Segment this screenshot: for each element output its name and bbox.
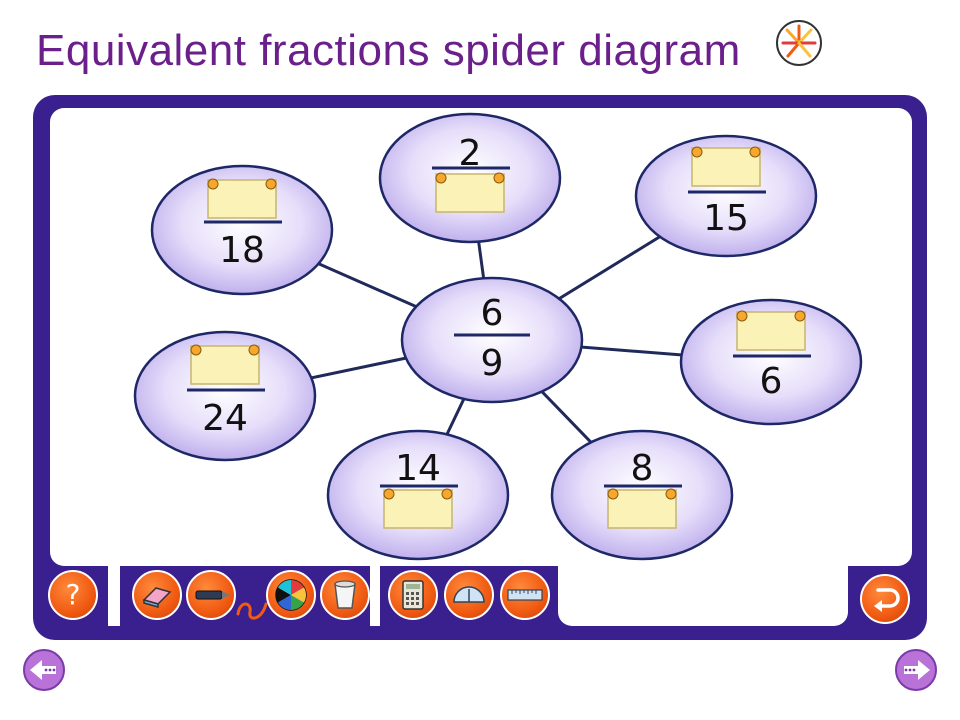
protractor-button[interactable]	[444, 570, 494, 620]
denominator-value: 18	[219, 230, 265, 271]
arrow-right-icon	[904, 660, 930, 680]
numerator-value: 2	[459, 133, 482, 174]
sticky-note-numerator[interactable]	[736, 311, 806, 351]
undo-button[interactable]	[860, 574, 910, 624]
pen-button[interactable]	[186, 570, 236, 620]
eraser-button[interactable]	[132, 570, 182, 620]
denominator-value: 24	[202, 398, 248, 439]
help-button[interactable]: ?	[48, 570, 98, 620]
sticky-note-denominator[interactable]	[435, 173, 505, 213]
denominator-value: 15	[703, 198, 749, 239]
pin-icon	[665, 488, 677, 500]
eraser-icon	[142, 587, 172, 608]
toolbar-divider	[108, 566, 120, 626]
next-slide-button[interactable]	[892, 646, 940, 694]
sticky-note-numerator[interactable]	[190, 345, 260, 385]
fraction-bubble-bottom-right: 8	[550, 429, 734, 561]
ruler-icon	[507, 589, 543, 601]
sticky-note-numerator[interactable]	[691, 147, 761, 187]
pin-icon	[493, 172, 505, 184]
numerator-value: 8	[631, 448, 654, 489]
pin-icon	[190, 344, 202, 356]
pin-icon	[607, 488, 619, 500]
fraction-bubble-right: 6	[679, 298, 863, 426]
fraction-bubble-center: 6 9	[400, 276, 584, 404]
pin-icon	[207, 178, 219, 190]
numerator-value: 14	[395, 448, 441, 489]
sticky-note-numerator[interactable]	[207, 179, 277, 219]
center-numerator: 6	[481, 293, 504, 334]
bin-icon	[334, 580, 356, 609]
arrow-left-icon	[30, 660, 56, 680]
help-label: ?	[65, 578, 81, 611]
color-wheel-icon	[275, 579, 307, 611]
pen-scribble-icon	[236, 602, 268, 620]
pin-icon	[248, 344, 260, 356]
pin-icon	[265, 178, 277, 190]
pin-icon	[383, 488, 395, 500]
toolbar-divider	[370, 566, 380, 626]
pin-icon	[441, 488, 453, 500]
denominator-value: 6	[760, 361, 783, 402]
color-button[interactable]	[266, 570, 316, 620]
center-denominator: 9	[481, 343, 504, 384]
pen-icon	[195, 590, 230, 600]
sunburst-icon[interactable]	[774, 18, 824, 68]
page-title: Equivalent fractions spider diagram	[36, 26, 741, 75]
pin-icon	[736, 310, 748, 322]
bin-button[interactable]	[320, 570, 370, 620]
fraction-bubble-top-right: 15	[634, 134, 818, 258]
previous-slide-button[interactable]	[20, 646, 68, 694]
fraction-bubble-top: 2	[378, 112, 562, 244]
undo-icon	[874, 588, 900, 612]
toolbar-divider	[558, 566, 848, 626]
calculator-icon	[402, 580, 424, 610]
fraction-bubble-left: 24	[133, 330, 317, 462]
pin-icon	[691, 146, 703, 158]
calculator-button[interactable]	[388, 570, 438, 620]
sticky-note-denominator[interactable]	[383, 489, 453, 529]
pin-icon	[794, 310, 806, 322]
pin-icon	[435, 172, 447, 184]
protractor-icon	[453, 586, 485, 603]
fraction-bubble-bottom: 14	[326, 429, 510, 561]
pin-icon	[749, 146, 761, 158]
fraction-bubble-top-left: 18	[150, 164, 334, 296]
ruler-button[interactable]	[500, 570, 550, 620]
sticky-note-denominator[interactable]	[607, 489, 677, 529]
